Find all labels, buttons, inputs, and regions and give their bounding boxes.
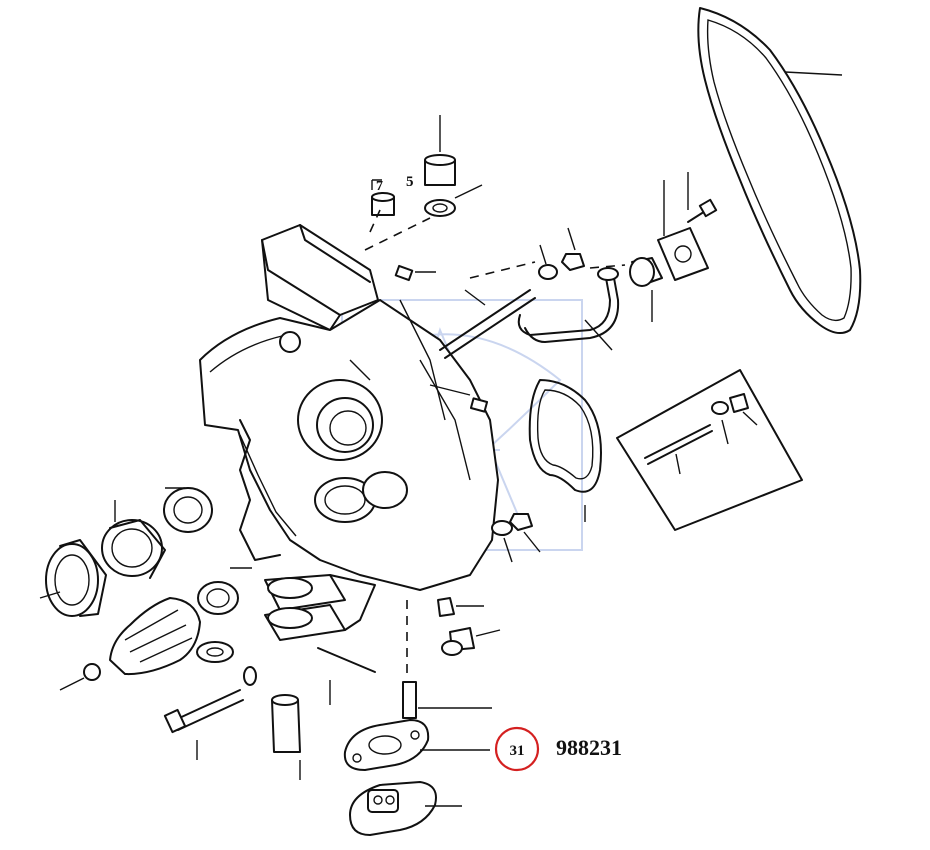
grommet xyxy=(629,257,663,322)
seal-ring xyxy=(424,184,483,217)
hex-bolt xyxy=(163,689,244,760)
washer-nut xyxy=(538,227,585,280)
small-cap xyxy=(371,192,395,216)
long-bolt xyxy=(317,647,376,705)
grease-fitting xyxy=(437,597,484,617)
bushing-cap xyxy=(424,115,456,186)
bearing-cup xyxy=(101,500,166,579)
roller-bearing-cage xyxy=(39,539,107,617)
label-item-7: 7 xyxy=(376,179,383,194)
elbow-fitting xyxy=(441,627,501,656)
washer xyxy=(196,641,257,686)
plug xyxy=(429,384,489,413)
callout-31[interactable]: 31 xyxy=(494,726,540,772)
drain-stud xyxy=(402,681,492,719)
stud-kit-box xyxy=(616,369,803,531)
part-number-label: 988231 xyxy=(556,735,622,760)
gear-housing xyxy=(199,224,499,641)
washer-nut-lower xyxy=(491,513,541,563)
set-screw xyxy=(394,264,436,282)
dowel-pin xyxy=(271,694,301,780)
flange-plate xyxy=(657,180,709,281)
label-item-5: 5 xyxy=(406,174,414,190)
bellows-boot xyxy=(59,597,201,691)
long-stud xyxy=(439,289,536,359)
water-pump-base xyxy=(349,781,462,836)
callout-number: 31 xyxy=(510,743,525,759)
loop-seal xyxy=(528,379,602,522)
cap-screw xyxy=(687,172,718,223)
small-bearing xyxy=(197,567,252,615)
callout-circle xyxy=(494,726,540,772)
oil-seal xyxy=(163,487,213,533)
pump-gasket-item-31 xyxy=(343,719,490,771)
water-tube xyxy=(517,267,620,351)
cover-gasket xyxy=(697,7,862,335)
